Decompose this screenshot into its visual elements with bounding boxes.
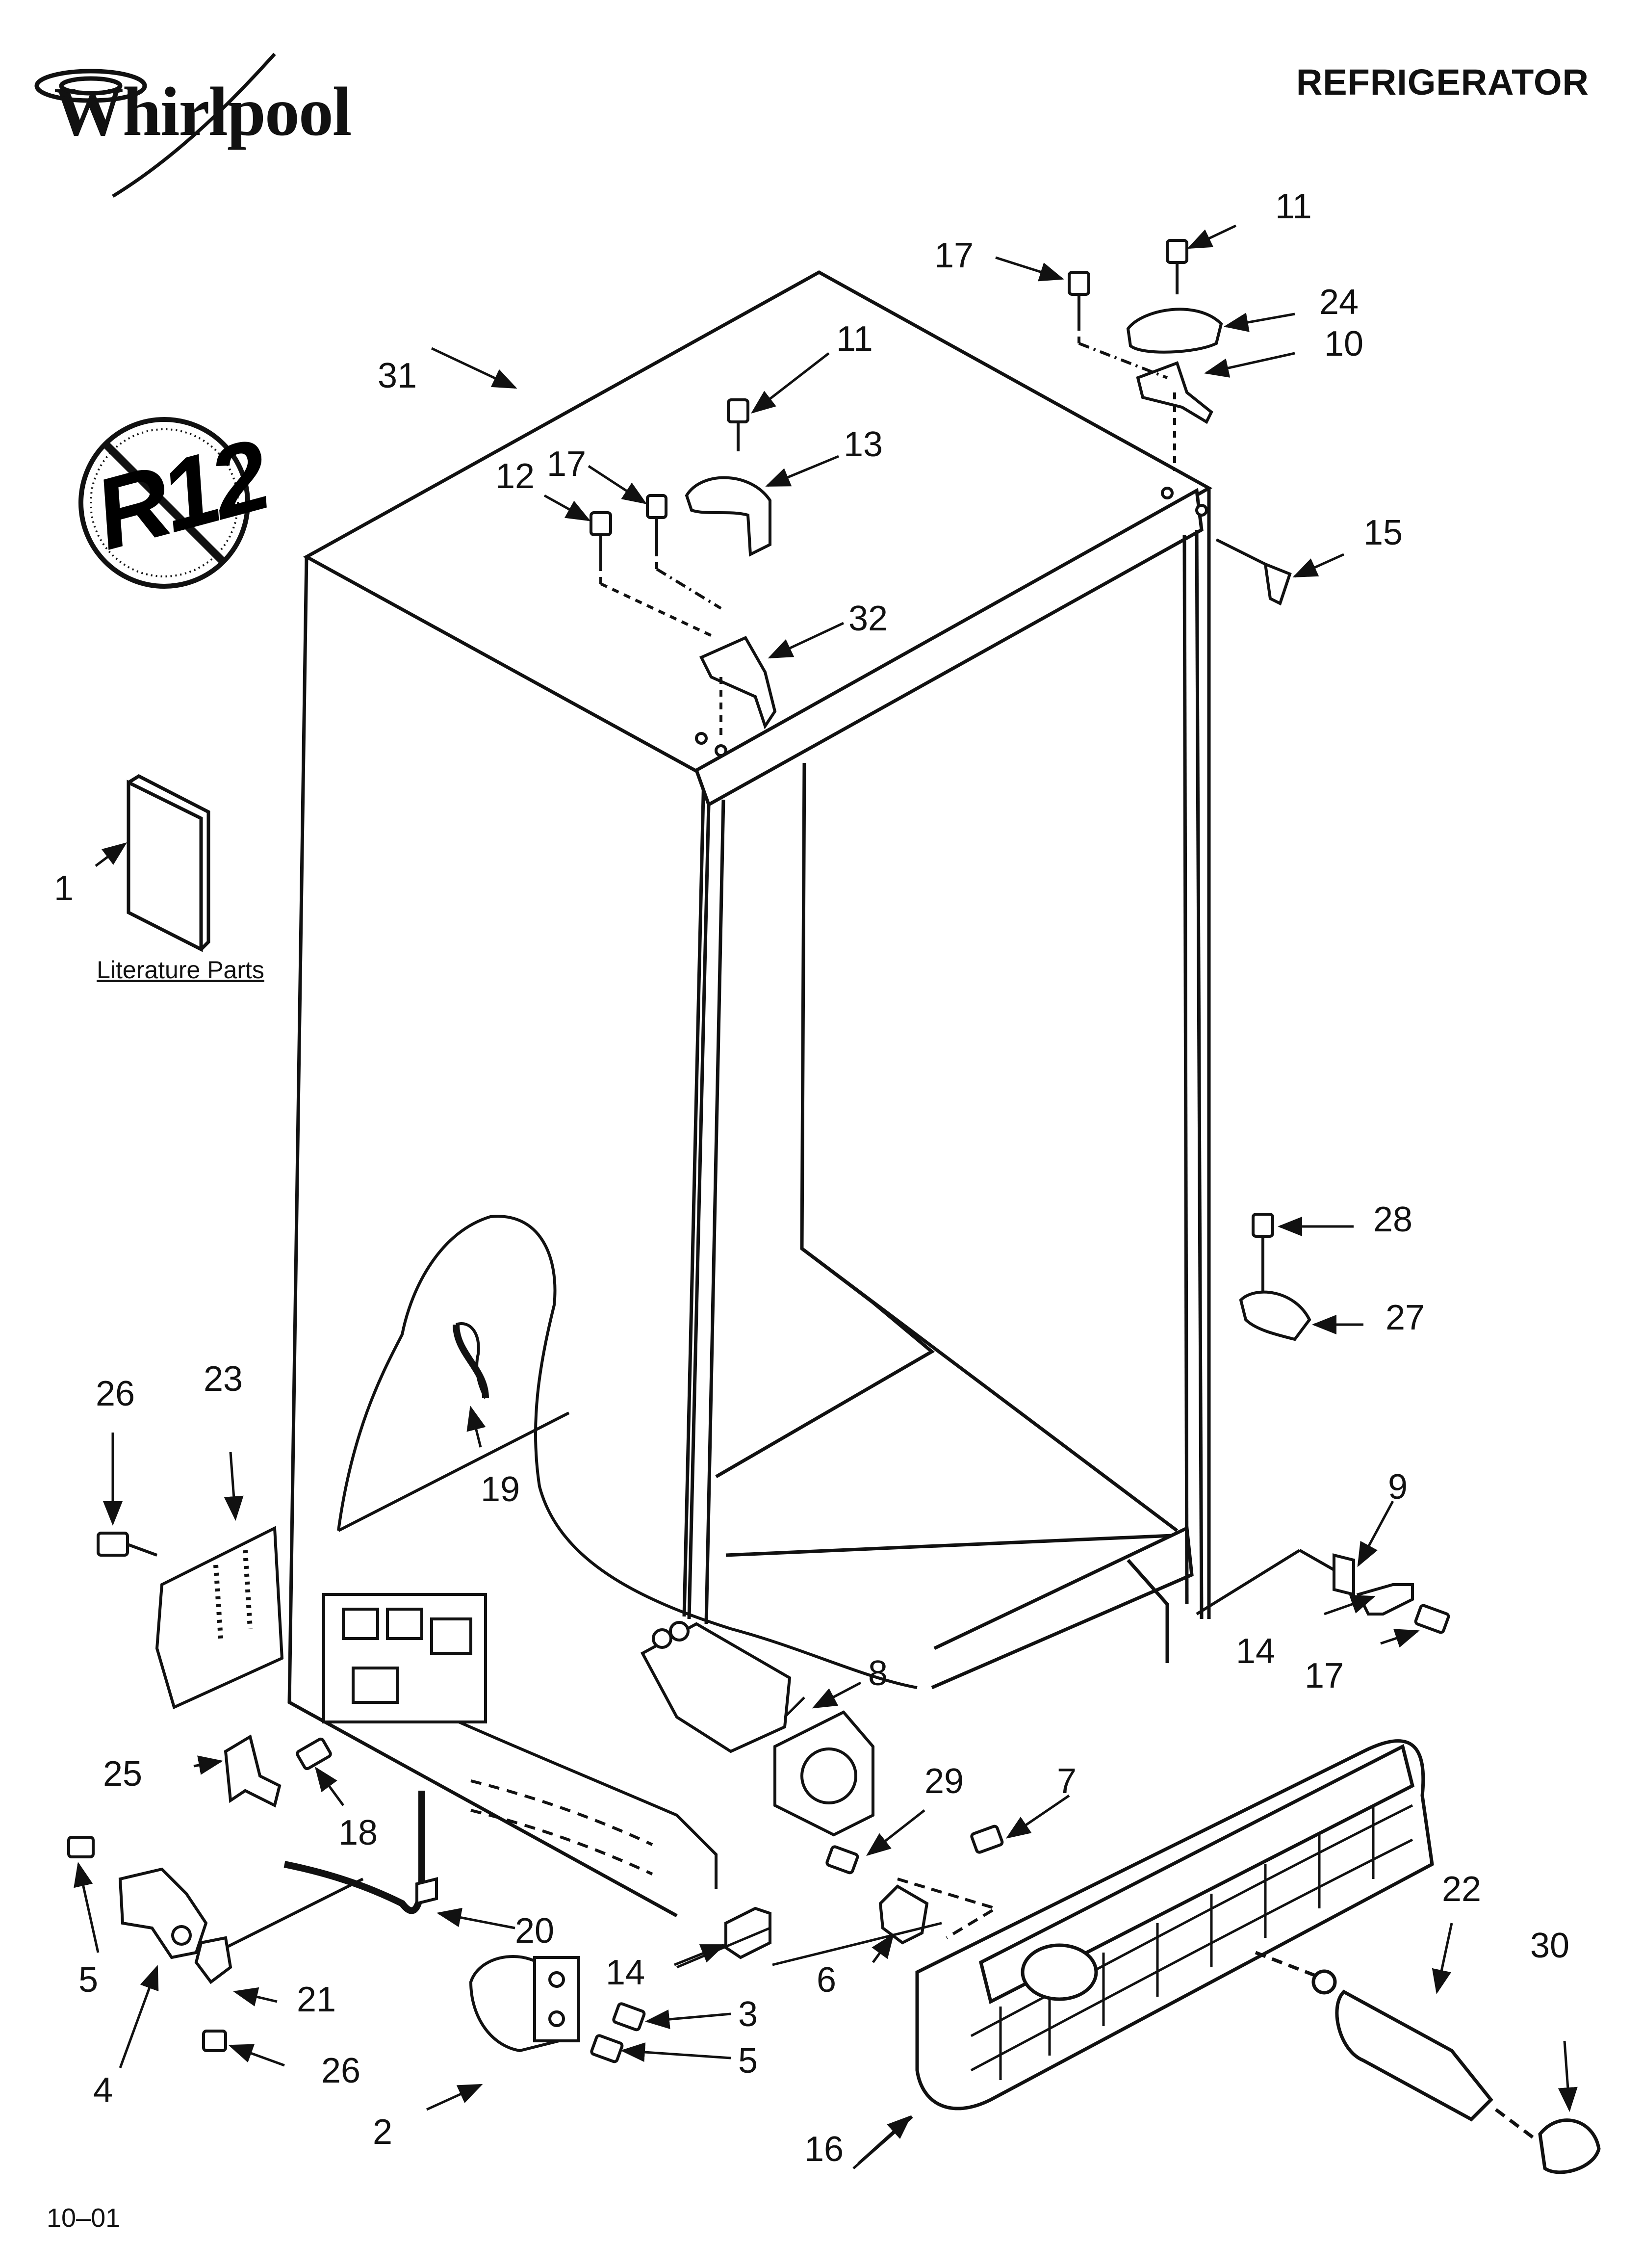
callout-12: 12 [495,457,535,496]
callout-29: 29 [924,1762,964,1801]
callout-17-right: 17 [1305,1656,1344,1695]
callout-24: 24 [1319,283,1359,322]
callout-26-bottom: 26 [321,2051,360,2090]
literature-parts-label: Literature Parts [97,956,264,984]
callout-1: 1 [54,869,74,908]
callout-18: 18 [338,1813,378,1852]
callout-11-center: 11 [836,319,873,359]
callout-6: 6 [817,1960,836,2000]
literature-booklet [127,774,210,952]
callout-5-left: 5 [78,1960,98,2000]
callout-19: 19 [481,1470,520,1509]
callout-20: 20 [515,1911,554,1951]
callout-25: 25 [103,1754,142,1794]
callout-22: 22 [1442,1870,1481,1909]
callout-32: 32 [848,599,888,638]
callout-2: 2 [373,2112,392,2152]
cutaway-interior [322,1215,918,1889]
water-filter [1255,1951,1601,2174]
callout-8: 8 [868,1654,888,1693]
callout-5-right: 5 [738,2041,758,2081]
date-code: 10–01 [47,2203,121,2233]
base-grille [915,1739,1434,2111]
callout-15: 15 [1363,513,1403,552]
callout-23: 23 [204,1359,243,1399]
callout-13: 13 [844,425,883,464]
leader-arrows [74,224,1578,2169]
hardware-parts [67,239,1450,2063]
callout-21: 21 [297,1980,336,2019]
callout-17-top: 17 [934,236,974,275]
callout-3: 3 [738,1995,758,2034]
callout-4: 4 [93,2071,113,2110]
callout-10: 10 [1324,324,1363,364]
callout-26-left: 26 [96,1374,135,1413]
callout-17-center: 17 [547,444,586,484]
whirlpool-swirl-icon [34,52,276,198]
callout-28: 28 [1373,1200,1412,1239]
callout-7: 7 [1057,1762,1077,1801]
callout-14-right: 14 [1236,1632,1275,1671]
no-r12-seal-icon [78,417,250,589]
brand-logo-text: Whirlpool [54,73,352,150]
callout-16: 16 [804,2130,844,2169]
callout-9: 9 [1388,1467,1408,1507]
callout-31: 31 [378,356,417,395]
callout-30: 30 [1530,1926,1569,1965]
callout-27: 27 [1385,1298,1425,1337]
callout-labels: 1 2 3 4 5 5 6 7 8 9 10 11 11 12 13 14 14… [54,187,1569,2169]
page-heading: REFRIGERATOR [1296,62,1589,103]
callout-14-bottom: 14 [606,1953,645,1992]
callout-11-top: 11 [1275,187,1312,226]
